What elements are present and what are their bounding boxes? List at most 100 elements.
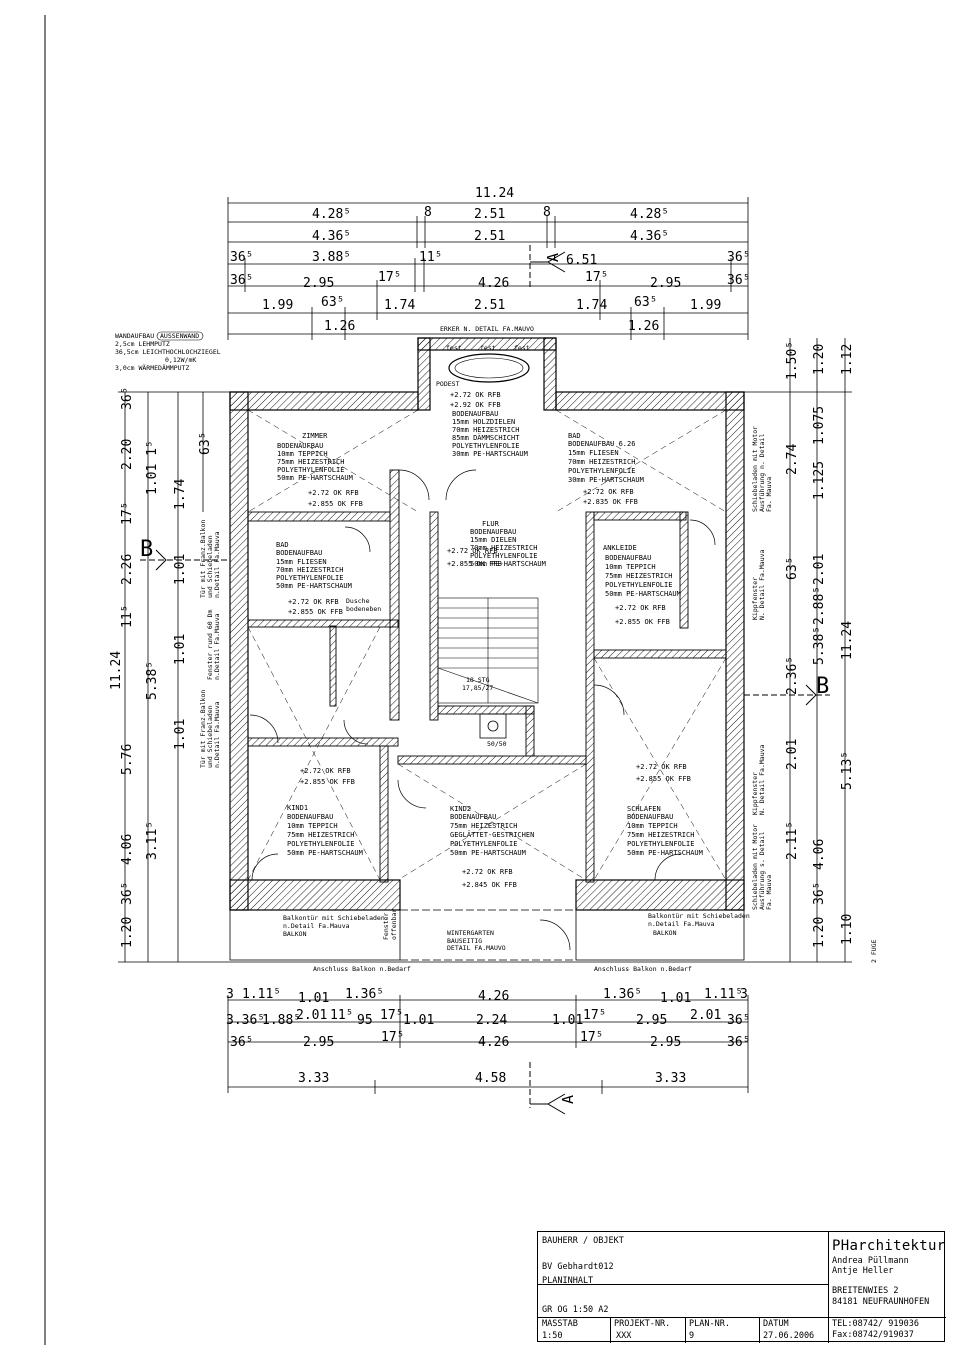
room-ankleide: ANKLEIDE BODENAUFBAU 10mm TEPPICH 75mm H…: [603, 544, 681, 626]
svg-text:+2.855 OK FFB: +2.855 OK FFB: [300, 778, 355, 786]
dim-right: 2.01: [812, 554, 827, 585]
firm-name: PHarchitektur: [832, 1238, 946, 1254]
fenster-note: Fenster: [382, 913, 390, 940]
svg-text:10mm TEPPICH: 10mm TEPPICH: [277, 450, 328, 458]
room-kind2: KIND2 BODENAUFBAU 75mm HEIZESTRICH GEGLÄ…: [450, 805, 534, 889]
dim-right: 11.24: [840, 621, 855, 660]
left-side-note: Tür mit Franz.Balkon: [199, 520, 207, 598]
balcony-right-note: Balkontür mit Schiebeladen: [648, 912, 750, 920]
balcony-left-note: Balkontür mit Schiebeladen: [283, 914, 385, 922]
svg-text:15mm HOLZDIELEN: 15mm HOLZDIELEN: [452, 418, 515, 426]
dim-left: 4.06: [120, 834, 135, 865]
dim-left: 17⁵: [120, 502, 135, 525]
dim-bottom: 2.01: [296, 1008, 327, 1023]
wall-line: 0,12W/mK: [165, 356, 196, 364]
svg-text:+2.855 OK FFB: +2.855 OK FFB: [288, 608, 343, 616]
svg-text:+2.72 OK RFB: +2.72 OK RFB: [583, 488, 634, 496]
fest-label: fest: [514, 344, 530, 352]
dim-left: 5.76: [120, 744, 135, 775]
dim-left: 1.01: [173, 554, 188, 585]
dim-right: 1.075: [812, 406, 827, 445]
dim-left: 2.20: [120, 439, 135, 470]
left-side-note: n.Detail Fa.Mauva: [213, 701, 221, 768]
dim-left: 11.24: [109, 651, 124, 690]
svg-text:SCHLAFEN: SCHLAFEN: [627, 805, 661, 813]
svg-text:+2.72 OK RFB: +2.72 OK RFB: [615, 604, 666, 612]
top-dimension-lines: [228, 202, 748, 335]
top-dimension-ticks: [227, 197, 749, 340]
svg-text:75mm HEIZESTRICH: 75mm HEIZESTRICH: [627, 831, 694, 839]
dim-bottom: 4.26: [478, 989, 509, 1004]
svg-text:POLYETHYLENFOLIE: POLYETHYLENFOLIE: [452, 442, 519, 450]
firm-fax: Fax:08742/919037: [832, 1330, 914, 1340]
svg-text:+2.72 OK RFB: +2.72 OK RFB: [447, 547, 498, 555]
dim-right: 2.88⁵: [812, 586, 827, 625]
dim-right: 1.20: [812, 917, 827, 948]
stair-count: 18 STG: [466, 676, 490, 684]
svg-text:75mm HEIZESTRICH: 75mm HEIZESTRICH: [605, 572, 672, 580]
dim-bottom: 1.01: [298, 991, 329, 1006]
wall-title-tag: AUSSENWAND: [160, 332, 199, 340]
dim-top-total: 11.24: [475, 186, 514, 201]
dim-top: 17⁵: [378, 270, 401, 285]
svg-text:30mm PE-HARTSCHAUM: 30mm PE-HARTSCHAUM: [568, 476, 644, 484]
svg-text:75mm HEIZESTRICH: 75mm HEIZESTRICH: [287, 831, 354, 839]
massstab-value: 1:50: [542, 1331, 563, 1341]
dim-left: 2.26: [120, 554, 135, 585]
svg-text:POLYETHYLENFOLIE: POLYETHYLENFOLIE: [276, 574, 343, 582]
dim-right: 1.10: [840, 914, 855, 945]
svg-text:BODENAUFBAU: BODENAUFBAU: [450, 813, 496, 821]
dim-top: 1.26: [628, 319, 659, 334]
svg-text:70mm HEIZESTRICH: 70mm HEIZESTRICH: [276, 566, 343, 574]
svg-text:POLYETHYLENFOLIE: POLYETHYLENFOLIE: [470, 552, 537, 560]
svg-text:10mm TEPPICH: 10mm TEPPICH: [287, 822, 338, 830]
dim-top: 2.51: [474, 298, 505, 313]
svg-text:+2.845 OK FFB: +2.845 OK FFB: [462, 881, 517, 889]
fest-label: fest: [480, 344, 496, 352]
svg-text:POLYETHYLENFOLIE: POLYETHYLENFOLIE: [450, 840, 517, 848]
dim-top: 2.95: [303, 276, 334, 291]
dim-top: 6.51: [566, 253, 597, 268]
fest-label: fest: [446, 344, 462, 352]
firm-street: BREITENWIES 2: [832, 1286, 899, 1296]
section-b-markers: [140, 549, 830, 706]
svg-text:+2.835 OK FFB: +2.835 OK FFB: [583, 498, 638, 506]
balcony-right-label: BALKON: [653, 929, 677, 937]
dim-bottom: 2.95: [303, 1035, 334, 1050]
dim-bottom: 36⁵: [230, 1035, 253, 1050]
svg-text:+2.855 OK FFB: +2.855 OK FFB: [615, 618, 670, 626]
left-side-note: n.Detail Fa.Mauva: [213, 531, 221, 598]
dim-top: 2.51: [474, 207, 505, 222]
dim-bottom: 3: [740, 987, 748, 1002]
svg-text:10mm TEPPICH: 10mm TEPPICH: [627, 822, 678, 830]
dim-bottom: 17⁵: [380, 1008, 403, 1023]
dim-right: 4.06: [812, 839, 827, 870]
wall-line: 36,5cm LEICHTHOCHLOCHZIEGEL: [115, 348, 221, 356]
wintergarten-note: DETAIL FA.MAUVO: [447, 944, 506, 952]
wall-line: 2,5cm LEHMPUTZ: [115, 340, 170, 348]
dim-top: 63⁵: [634, 295, 657, 310]
wintergarten-label: WINTERGARTEN: [447, 929, 494, 937]
dim-bottom: 36⁵: [727, 1013, 750, 1028]
right-side-note: N. Detail Fa.Mauva: [758, 744, 766, 815]
dim-bottom: 1.01: [552, 1013, 583, 1028]
left-side-note: Tür mit Franz.Balkon: [199, 690, 207, 768]
svg-text:BODENAUFBAU: BODENAUFBAU: [605, 554, 651, 562]
svg-text:POLYETHYLENFOLIE: POLYETHYLENFOLIE: [277, 466, 344, 474]
svg-text:BODENAUFBAU: BODENAUFBAU: [277, 442, 323, 450]
projekt-label: PROJEKT-NR.: [614, 1319, 671, 1329]
dim-bottom: 1.36⁵: [603, 987, 642, 1002]
dim-left: 1.01: [173, 719, 188, 750]
dim-bottom: 1.11⁵: [242, 987, 281, 1002]
svg-text:FLUR: FLUR: [482, 520, 500, 528]
dim-bottom: 17⁵: [381, 1030, 404, 1045]
left-side-note: n.Detail Fa.Mauva: [213, 613, 221, 680]
erker-window: [448, 353, 530, 383]
svg-text:Dusche: Dusche: [346, 597, 370, 605]
dim-top: 1.74: [576, 298, 607, 313]
svg-text:+2.72 OK RFB: +2.72 OK RFB: [462, 868, 513, 876]
dim-top: 17⁵: [585, 270, 608, 285]
right-side-note: Kippfenster: [751, 577, 759, 620]
svg-text:ANKLEIDE: ANKLEIDE: [603, 544, 637, 552]
